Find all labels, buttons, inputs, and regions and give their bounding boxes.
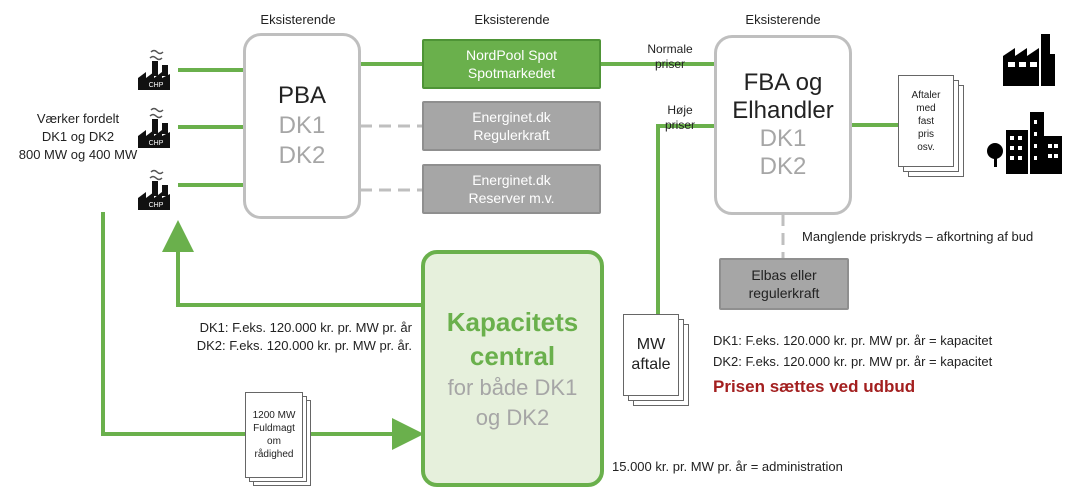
energinet1-line-2: Regulerkraft xyxy=(473,127,550,143)
fba-dk2: DK2 xyxy=(759,153,807,180)
admin-fee-text: 15.000 kr. pr. MW pr. år = administratio… xyxy=(612,459,843,474)
proxy-line-3: om xyxy=(267,436,281,447)
mw-agreement-line-1: MW xyxy=(636,336,666,353)
chp-label: CHP xyxy=(149,202,164,209)
nordpool-line-1: NordPool Spot xyxy=(465,47,558,63)
energinet-regulerkraft-box: Energinet.dk Regulerkraft xyxy=(422,101,601,151)
missing-price-cross-note: Manglende priskryds – afkortning af bud xyxy=(802,229,1034,244)
payment-right-line-2: DK2: F.eks. 120.000 kr. pr. MW pr. år = … xyxy=(713,354,993,369)
price-tender-note: Prisen sættes ved udbud xyxy=(713,377,916,396)
plants-line-2: DK1 og DK2 xyxy=(41,129,115,144)
elbas-line-1: Elbas eller xyxy=(751,267,817,283)
elbas-box: Elbas eller regulerkraft xyxy=(719,258,849,310)
pba-dk2: DK2 xyxy=(278,142,326,169)
agreements-line-1: Aftaler xyxy=(911,89,941,101)
normal-prices-label: Normale priser xyxy=(640,42,700,72)
chp-label: CHP xyxy=(149,140,164,147)
header-existing-market: Eksisterende xyxy=(474,12,550,27)
energinet2-line-1: Energinet.dk xyxy=(472,172,551,188)
agreements-line-2: med xyxy=(916,102,936,114)
pba-dk1: DK1 xyxy=(278,112,326,139)
capacity-central-sub-2: og DK2 xyxy=(475,404,550,430)
payment-left-text: DK1: F.eks. 120.000 kr. pr. MW pr. år DK… xyxy=(150,319,412,355)
mw-agreement-document: MW aftale xyxy=(623,314,679,396)
chp-factory-icon: CHP xyxy=(138,49,170,90)
capacity-central-title-1: Kapacitets xyxy=(446,306,579,337)
plants-line-3: 800 MW og 400 MW xyxy=(18,147,138,162)
proxy-line-2: Fuldmagt xyxy=(253,423,295,434)
header-existing-fba: Eksisterende xyxy=(745,12,821,27)
energinet2-line-2: Reserver m.v. xyxy=(468,190,555,206)
proxy-document: 1200 MW Fuldmagt om rådighed xyxy=(245,392,303,478)
capacity-central-title-2: central xyxy=(469,340,556,371)
agreements-line-5: osv. xyxy=(917,141,935,153)
capacity-central-sub-1: for både DK1 xyxy=(447,374,578,400)
energinet1-line-1: Energinet.dk xyxy=(472,109,551,125)
high-prices-line-1: Høje xyxy=(667,103,693,117)
plants-description: Værker fordelt DK1 og DK2 800 MW og 400 … xyxy=(8,110,148,164)
payment-left-line-2: DK2: F.eks. 120.000 kr. pr. MW pr. år. xyxy=(196,338,412,353)
fba-dk1: DK1 xyxy=(759,125,807,152)
fba-title-1: FBA og xyxy=(743,69,823,96)
fba-title-2: Elhandler xyxy=(732,97,834,124)
plants-line-1: Værker fordelt xyxy=(36,111,120,126)
agreements-line-3: fast xyxy=(917,115,935,127)
nordpool-spot-box: NordPool Spot Spotmarkedet xyxy=(422,39,601,89)
capacity-central-box: Kapacitets central for både DK1 og DK2 xyxy=(421,250,604,487)
payment-right-line-1: DK1: F.eks. 120.000 kr. pr. MW pr. år = … xyxy=(713,333,993,348)
fba-box: FBA og Elhandler DK1 DK2 xyxy=(714,35,852,215)
elbas-line-2: regulerkraft xyxy=(748,285,820,301)
city-buildings-icon xyxy=(987,112,1062,174)
factory-icon xyxy=(1003,34,1055,86)
payment-right-text: DK1: F.eks. 120.000 kr. pr. MW pr. år = … xyxy=(713,330,992,372)
high-prices-label: Høje priser xyxy=(660,103,700,133)
agreements-line-4: pris xyxy=(917,128,935,140)
pba-title: PBA xyxy=(277,82,327,109)
agreements-document: Aftaler med fast pris osv. xyxy=(898,75,954,167)
mw-agreement-line-2: aftale xyxy=(631,356,671,373)
payment-left-line-1: DK1: F.eks. 120.000 kr. pr. MW pr. år xyxy=(199,320,412,335)
chp-label: CHP xyxy=(149,82,164,89)
high-prices-line-2: priser xyxy=(664,118,695,132)
chp-factory-icon: CHP xyxy=(138,169,170,210)
header-existing-pba: Eksisterende xyxy=(260,12,336,27)
normal-prices-line-1: Normale xyxy=(647,42,693,56)
normal-prices-line-2: priser xyxy=(654,57,685,71)
nordpool-line-2: Spotmarkedet xyxy=(467,65,556,81)
chp-factory-icon: CHP xyxy=(138,107,170,148)
proxy-line-1: 1200 MW xyxy=(252,410,296,421)
proxy-line-4: rådighed xyxy=(254,449,294,460)
energinet-reserver-box: Energinet.dk Reserver m.v. xyxy=(422,164,601,214)
pba-box: PBA DK1 DK2 xyxy=(243,33,361,219)
